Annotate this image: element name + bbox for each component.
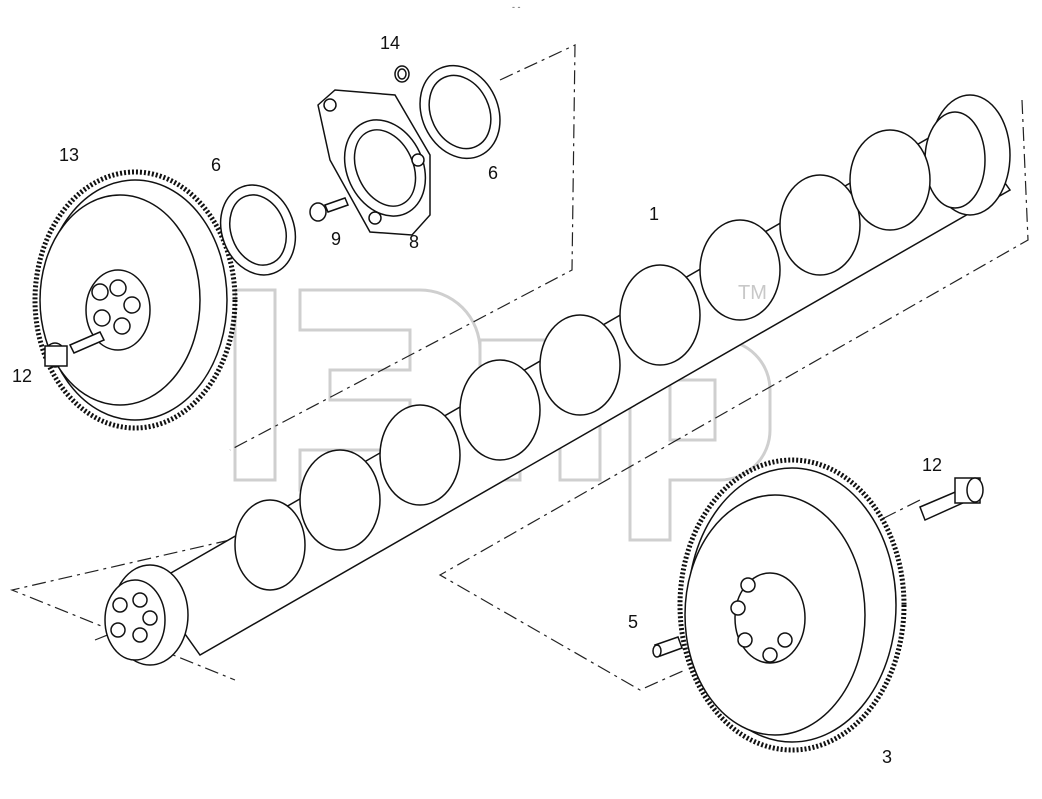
callout-6-right: 6 [488,163,499,183]
callout-5: 5 [628,612,639,632]
callout-12-left: 12 [12,366,33,386]
callout-8: 8 [409,232,420,252]
callout-9: 9 [331,229,342,249]
camshaft-1 [104,94,1012,666]
callout-14: 14 [380,33,401,53]
callout-13: 13 [59,145,80,165]
gear-3 [677,457,907,753]
bolt-12-left [44,331,106,368]
dowel-pin-5 [652,636,683,658]
washer-6-left [219,184,297,276]
screw-9 [309,197,350,222]
bolt-12-right [919,477,984,522]
callout-3: 3 [882,747,893,767]
watermark-trademark: TM [738,282,767,304]
thrust-plate-8 [317,89,431,236]
washer-6-right [419,64,501,160]
callout-1: 1 [649,204,660,224]
callout-12-right: 12 [922,455,943,475]
gear-13 [32,169,238,431]
ring-14 [394,65,410,83]
corner-mark: ‑ ‑ [512,2,521,12]
callout-6-left: 6 [211,155,222,175]
